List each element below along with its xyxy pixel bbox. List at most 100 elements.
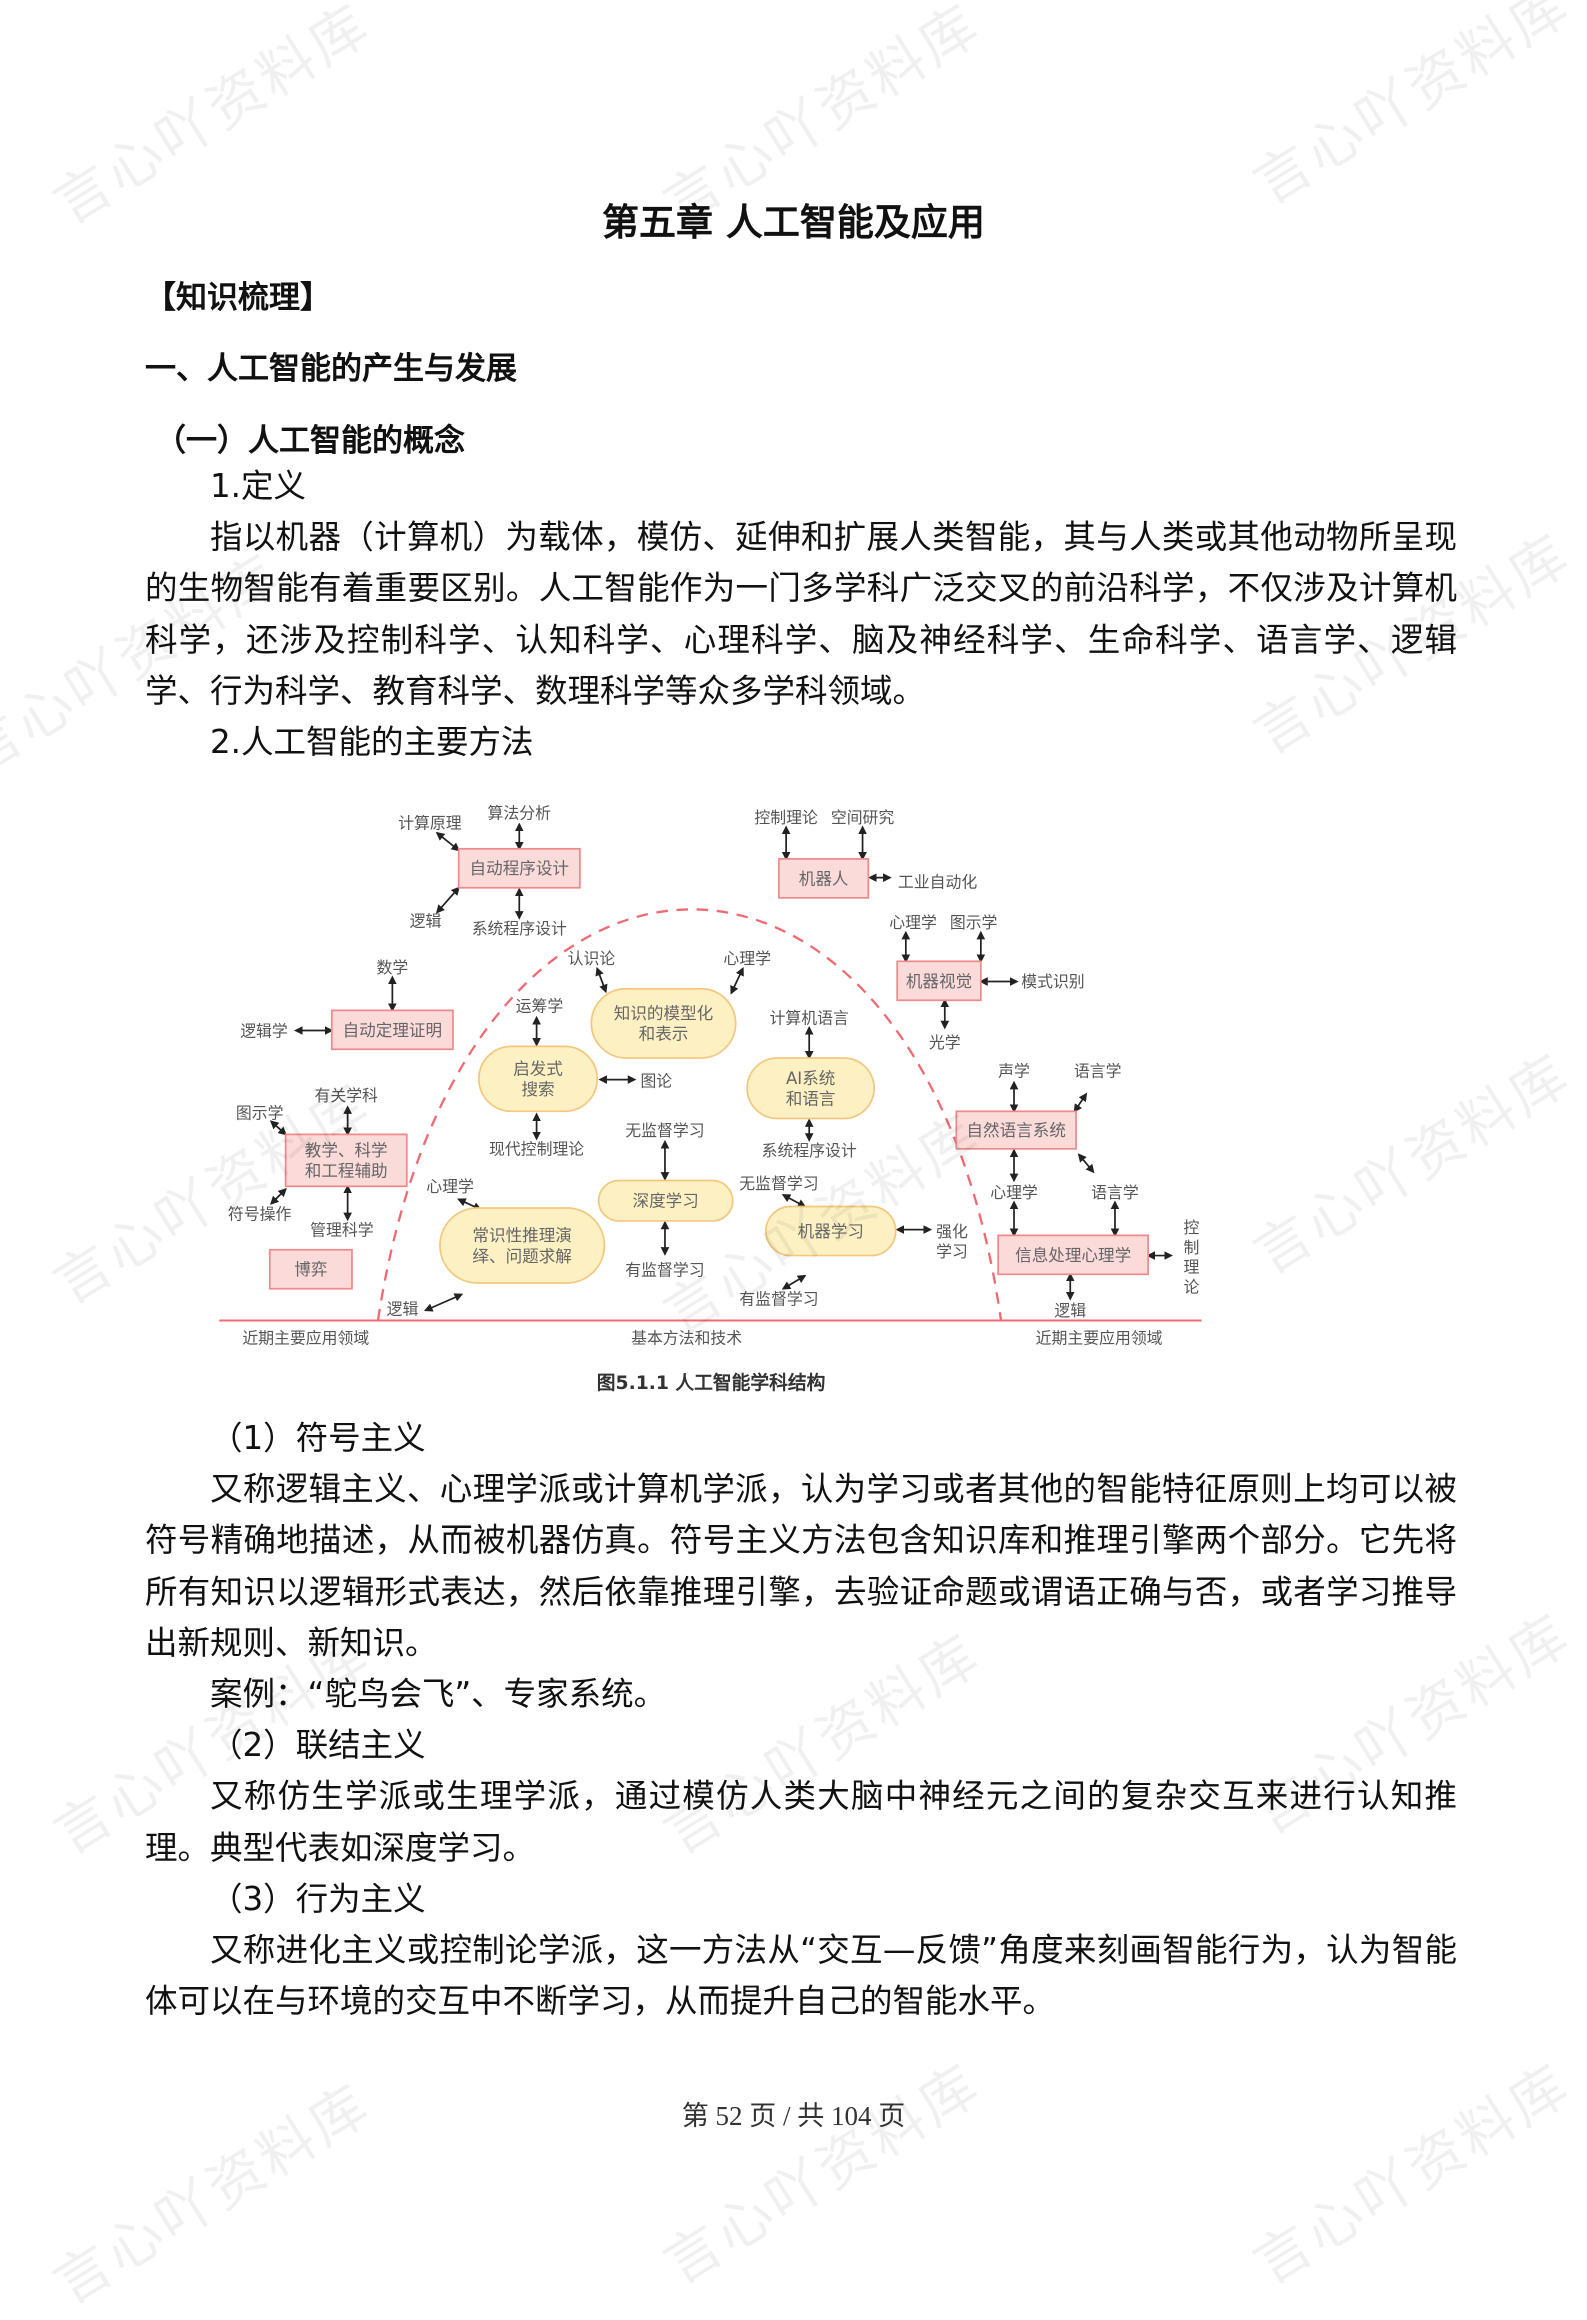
figure-caption: 图5.1.1 人工智能学科结构: [597, 1371, 826, 1394]
application-box-label: 博弈: [294, 1260, 327, 1279]
discipline-label: 心理学: [990, 1183, 1038, 1202]
discipline-label: 计算原理: [398, 814, 462, 833]
application-box: [997, 1234, 1150, 1276]
discipline-label: 心理学: [426, 1177, 474, 1196]
discipline-label: 认识论: [568, 949, 616, 968]
discipline-label: 语言学: [1091, 1183, 1139, 1202]
discipline-label: 图论: [640, 1072, 672, 1091]
application-box-label: 自动程序设计: [470, 859, 569, 878]
discipline-label: 数学: [376, 958, 408, 977]
discipline-label: 光学: [929, 1033, 961, 1052]
method-pill: [478, 1045, 599, 1113]
application-box: [778, 858, 870, 899]
discipline-label: 算法分析: [488, 803, 552, 822]
method-pill: [746, 1057, 875, 1120]
method-pill-label: 启发式搜索: [513, 1059, 563, 1099]
method-pill-label: 机器学习: [798, 1222, 864, 1241]
application-box-label: 自然语言系统: [966, 1121, 1065, 1140]
method-pill: [590, 987, 737, 1059]
approaches-section: （1）符号主义 又称逻辑主义、心理学派或计算机学派，认为学习或者其他的智能特征原…: [145, 1413, 1457, 2027]
watermark: 言心吖资料库: [652, 2051, 993, 2298]
symbolism-label: （1）符号主义: [210, 1419, 426, 1457]
application-box: [268, 1248, 353, 1290]
application-box-label: 机器视觉: [906, 972, 972, 991]
application-box-label: 机器人: [799, 869, 849, 888]
definition-section: 1.定义 指以机器（计算机）为载体，模仿、延伸和扩展人类智能，其与人类或其他动物…: [145, 461, 1457, 768]
discipline-label: 逻辑: [410, 912, 442, 931]
discipline-label: 模式识别: [1021, 972, 1084, 991]
discipline-label: 语言学: [1074, 1062, 1122, 1081]
discipline-label: 有监督学习: [739, 1290, 818, 1309]
method-pill: [439, 1207, 606, 1284]
method-pill-label: 知识的模型化和表示: [614, 1004, 713, 1044]
application-box: [284, 1133, 408, 1188]
discipline-label: 系统程序设计: [472, 919, 567, 938]
discipline-label: 计算机语言: [770, 1008, 849, 1027]
double-arrow: [269, 1120, 287, 1136]
discipline-label: 图示学: [950, 913, 998, 932]
definition-label: 1.定义: [210, 467, 307, 505]
method-pill-label: 深度学习: [633, 1192, 699, 1211]
discipline-label: 心理学: [889, 913, 937, 932]
application-box: [330, 1009, 454, 1051]
discipline-label: 工业自动化: [898, 873, 977, 892]
connectionism-label: （2）联结主义: [210, 1726, 426, 1765]
symbolism-text: 又称逻辑主义、心理学派或计算机学派，认为学习或者其他的智能特征原则上均可以被符号…: [145, 1470, 1457, 1662]
discipline-label: 管理科学: [310, 1220, 373, 1239]
double-arrow: [1073, 1092, 1088, 1113]
application-box-label: 信息处理心理学: [1015, 1246, 1131, 1265]
double-arrow: [435, 831, 461, 852]
double-arrow: [1077, 1153, 1095, 1174]
heading-2: （一）人工智能的概念: [155, 423, 465, 459]
discipline-label: 符号操作: [228, 1204, 292, 1223]
discipline-label: 有监督学习: [625, 1261, 704, 1280]
discipline-label: 运筹学: [516, 997, 564, 1016]
application-box: [457, 847, 581, 889]
page-footer: 第 52 页 / 共 104 页: [681, 2101, 906, 2131]
heading-1: 一、人工智能的产生与发展: [145, 351, 517, 387]
discipline-label: 心理学: [723, 949, 771, 968]
discipline-label: 控制理论: [754, 808, 818, 827]
double-arrow: [423, 1293, 464, 1312]
application-box: [955, 1110, 1077, 1150]
method-pill-label: 常识性推理演绎、问题求解: [472, 1226, 571, 1266]
application-box-label: 教学、科学和工程辅助: [305, 1141, 388, 1181]
double-arrow: [730, 966, 744, 995]
discipline-label: 无监督学习: [625, 1121, 704, 1140]
behaviorism-text: 又称进化主义或控制论学派，这一方法从“交互—反馈”角度来刻画智能行为，认为智能体…: [145, 1931, 1457, 2021]
watermark: 言心吖资料库: [1242, 0, 1583, 218]
double-arrow: [435, 886, 460, 914]
double-arrow: [781, 1194, 807, 1208]
discipline-label: 逻辑学: [240, 1021, 288, 1040]
discipline-label: 空间研究: [831, 808, 895, 827]
discipline-label: 图示学: [236, 1103, 284, 1122]
methods-label: 2.人工智能的主要方法: [210, 723, 534, 762]
discipline-label: 声学: [998, 1062, 1030, 1081]
definition-text: 指以机器（计算机）为载体，模仿、延伸和扩展人类智能，其与人类或其他动物所呈现的生…: [145, 518, 1457, 710]
section-tag: 【知识梳理】: [145, 280, 331, 316]
symbolism-case: 案例：“鸵鸟会飞”、专家系统。: [210, 1675, 667, 1714]
discipline-label: 强化学习: [936, 1222, 968, 1261]
discipline-label: 有关学科: [314, 1086, 378, 1105]
double-arrow: [781, 1274, 807, 1290]
discipline-label: 控制理论: [1183, 1218, 1199, 1296]
application-box-label: 自动定理证明: [343, 1021, 442, 1040]
discipline-label: 无监督学习: [739, 1174, 818, 1193]
double-arrow: [595, 966, 608, 994]
discipline-label: 逻辑: [1054, 1301, 1086, 1320]
double-arrow: [269, 1187, 287, 1205]
connectionism-text: 又称仿生学派或生理学派，通过模仿人类大脑中神经元之间的复杂交互来进行认知推理。典…: [145, 1777, 1457, 1867]
discipline-label: 系统程序设计: [762, 1141, 857, 1160]
watermark: 言心吖资料库: [1242, 2051, 1583, 2298]
region-label: 近期主要应用领域: [1036, 1328, 1163, 1347]
method-pill-label: AI系统和语言: [786, 1069, 836, 1109]
behaviorism-label: （3）行为主义: [210, 1879, 426, 1918]
application-box: [896, 960, 982, 1002]
chapter-title: 第五章 人工智能及应用: [602, 201, 985, 244]
method-pill: [765, 1205, 897, 1257]
region-label: 基本方法和技术: [631, 1328, 742, 1347]
discipline-label: 现代控制理论: [489, 1140, 584, 1159]
watermark: 言心吖资料库: [1242, 1041, 1583, 1288]
discipline-label: 逻辑: [387, 1300, 419, 1319]
